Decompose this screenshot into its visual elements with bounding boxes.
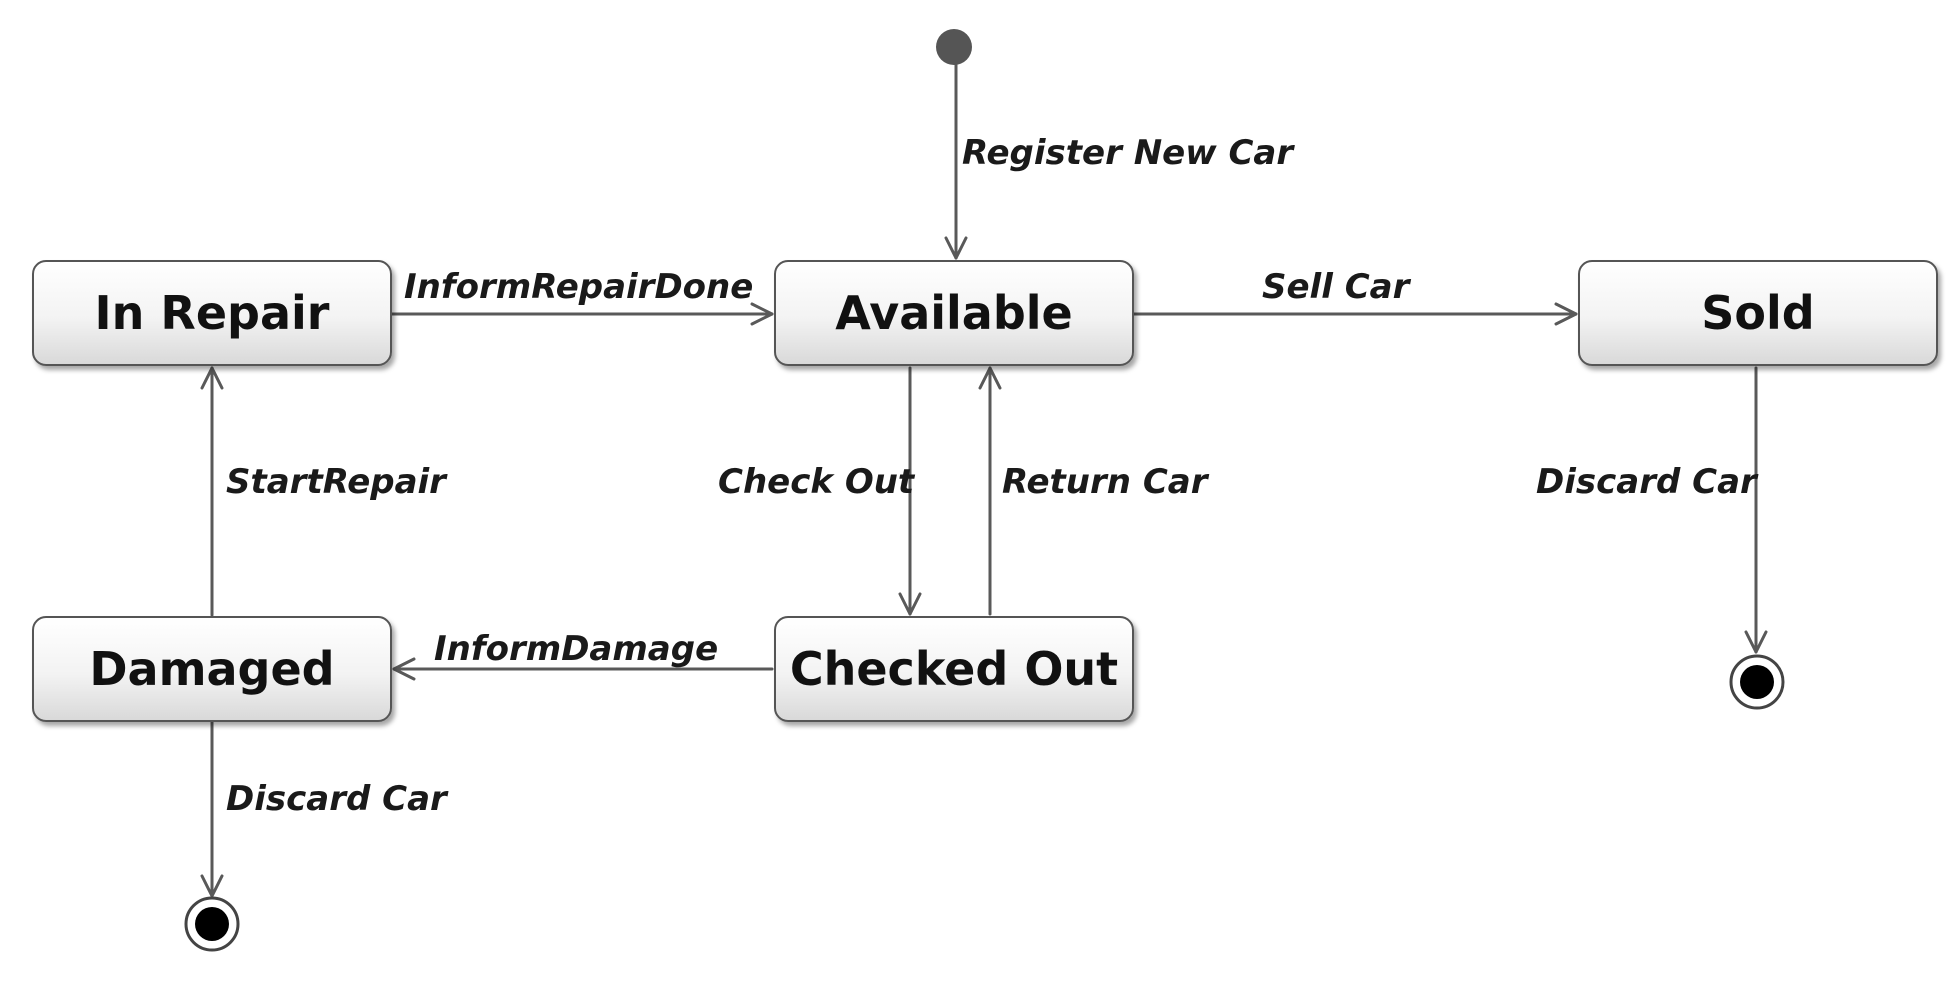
arrowhead bbox=[392, 657, 416, 681]
state-label: Sold bbox=[1701, 286, 1815, 340]
final-node-damaged bbox=[184, 896, 240, 952]
final-node-sold bbox=[1729, 654, 1785, 710]
label-check-out: Check Out bbox=[718, 462, 915, 502]
label-inform-repair-done: InformRepairDone bbox=[404, 267, 754, 307]
state-label: Available bbox=[835, 286, 1073, 340]
arrowhead bbox=[1554, 302, 1578, 326]
state-damaged: Damaged bbox=[32, 616, 392, 722]
state-label: Checked Out bbox=[789, 642, 1119, 696]
arrowhead bbox=[1744, 630, 1768, 654]
initial-node bbox=[936, 29, 972, 65]
state-label: Damaged bbox=[89, 642, 335, 696]
label-return-car: Return Car bbox=[1002, 462, 1208, 502]
arrowhead bbox=[898, 592, 922, 616]
state-sold: Sold bbox=[1578, 260, 1938, 366]
arrowhead bbox=[944, 236, 968, 260]
label-discard-car-damaged: Discard Car bbox=[226, 779, 447, 819]
state-checked-out: Checked Out bbox=[774, 616, 1134, 722]
state-in-repair: In Repair bbox=[32, 260, 392, 366]
arrowhead bbox=[200, 366, 224, 390]
label-start-repair: StartRepair bbox=[226, 462, 446, 502]
label-discard-car-sold: Discard Car bbox=[1536, 462, 1757, 502]
arrowhead bbox=[750, 302, 774, 326]
label-inform-damage: InformDamage bbox=[434, 629, 719, 669]
state-available: Available bbox=[774, 260, 1134, 366]
label-sell-car: Sell Car bbox=[1262, 267, 1410, 307]
state-label: In Repair bbox=[94, 286, 330, 340]
arrowhead bbox=[200, 874, 224, 898]
transition-lines bbox=[200, 56, 1768, 898]
label-register-new-car: Register New Car bbox=[962, 133, 1294, 173]
arrowhead bbox=[978, 366, 1002, 390]
